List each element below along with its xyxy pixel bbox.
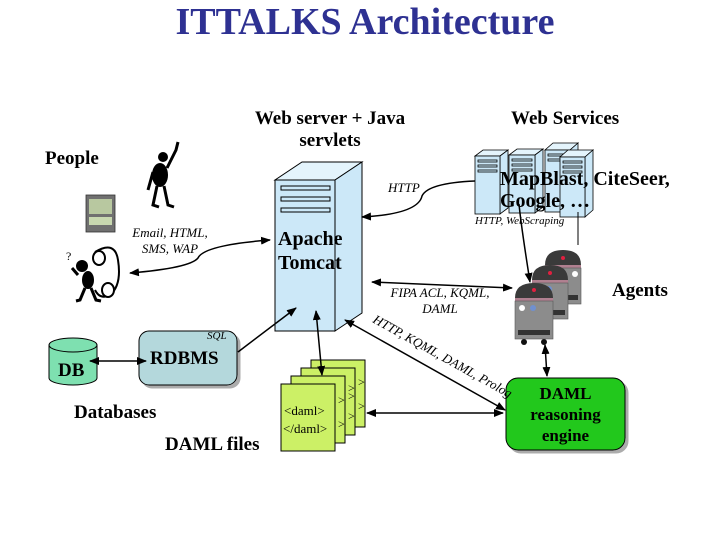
person-waving-icon [146, 141, 180, 209]
edge-label-server-reasoning: HTTP, KQML, DAML, Prolog [370, 311, 516, 401]
svg-text:>: > [358, 375, 365, 389]
page-title: ITTALKS Architecture [175, 1, 555, 43]
apache-label-line1: Apache [278, 228, 343, 250]
pda-icon [85, 194, 116, 233]
svg-text:?: ? [66, 249, 71, 263]
edge-agents-reasoning [541, 344, 551, 377]
edge-label-http-webscraping: HTTP, WebScraping [475, 215, 565, 227]
edge-label-fipa-line1: FIPA ACL, KQML, [390, 285, 490, 300]
sql-label: SQL [207, 330, 227, 342]
edge-label-http: HTTP [388, 180, 420, 195]
daml-reasoning-engine-box [505, 377, 626, 451]
server-tower-icon [273, 161, 364, 332]
edge-label-people-line2: SMS, WAP [141, 241, 199, 256]
svg-text:>: > [348, 389, 355, 403]
person-phone-icon: ? [66, 246, 120, 303]
edge-docs-server [312, 310, 326, 376]
agents-label: Agents [612, 280, 668, 301]
edge-people-server [129, 236, 271, 277]
robot-agent-icon [514, 250, 582, 345]
web-services-list-line1: MapBlast, CiteSeer, [500, 168, 670, 190]
reasoning-label-line2: reasoning [530, 405, 601, 424]
edge-label-people-line1: Email, HTML, [132, 225, 208, 240]
edge-webservices-agents [518, 203, 579, 283]
databases-label: Databases [74, 402, 157, 423]
daml-close-tag: </daml> [283, 421, 327, 436]
edge-server-reasoning [344, 319, 506, 411]
web-server-label-line2: servlets [299, 130, 361, 151]
reasoning-label-line1: DAML [539, 384, 592, 403]
svg-text:>: > [358, 399, 365, 413]
edge-rdbms-server [237, 307, 297, 353]
db-label: DB [58, 360, 85, 381]
server-cluster-icon [473, 142, 595, 218]
daml-files-label: DAML files [165, 434, 260, 455]
web-services-list-line2: Google, … [500, 190, 590, 212]
rdbms-label: RDBMS [150, 348, 219, 369]
svg-text:>: > [348, 409, 355, 423]
apache-label-line2: Tomcat [278, 252, 342, 274]
web-services-label: Web Services [511, 108, 620, 129]
daml-open-tag: <daml> [284, 403, 325, 418]
edge-server-webservices [361, 180, 476, 221]
edge-label-fipa-line2: DAML [422, 301, 458, 316]
web-server-label-line1: Web server + Java [254, 108, 406, 129]
svg-text:>: > [338, 417, 345, 431]
people-label: People [45, 148, 99, 169]
edge-server-agents [371, 278, 513, 292]
database-cylinder-icon [48, 337, 98, 386]
reasoning-label-line3: engine [541, 426, 590, 445]
svg-text:>: > [338, 393, 345, 407]
